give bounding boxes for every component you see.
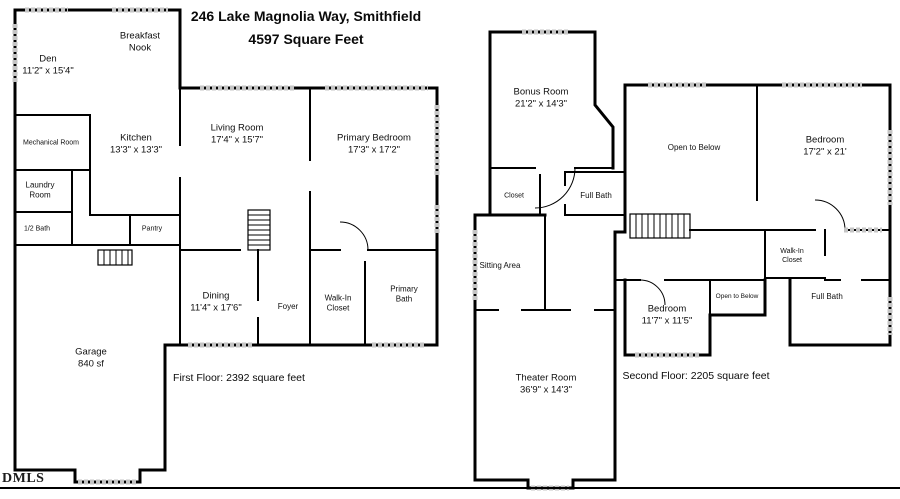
room-label-sitting-area: Sitting Area — [479, 260, 521, 270]
plan-address: 246 Lake Magnolia Way, Smithfield — [190, 8, 422, 24]
room-label-bonus-room: Bonus Room 21'2" x 14'3" — [513, 86, 569, 110]
room-label-theater-room: Theater Room 36'9" x 14'3" — [515, 372, 577, 396]
room-label-bedroom-mid: Bedroom 11'7" x 11'5" — [641, 303, 693, 327]
room-label-kitchen: Kitchen 13'3" x 13'3" — [109, 132, 163, 156]
room-label-pantry: Pantry — [141, 225, 163, 233]
bottom-border-line — [0, 487, 900, 489]
room-label-mechanical-room: Mechanical Room — [22, 139, 80, 147]
room-label-open-to-below-main: Open to Below — [667, 142, 721, 152]
room-label-bedroom-right: Bedroom 17'2" x 21' — [803, 134, 847, 158]
room-label-open-to-below-small: Open to Below — [715, 292, 759, 300]
room-label-half-bath: 1/2 Bath — [23, 225, 51, 233]
window-markers — [12, 7, 893, 491]
door-arcs — [339, 167, 846, 306]
room-label-walk-in-closet-second: Walk-In Closet — [780, 247, 804, 264]
plan-total-sqft: 4597 Square Feet — [248, 31, 364, 47]
room-label-foyer: Foyer — [277, 301, 299, 311]
room-label-dining: Dining 11'4" x 17'6" — [190, 290, 242, 314]
stairs — [97, 209, 691, 266]
room-label-breakfast-nook: Breakfast Nook — [119, 30, 161, 54]
room-label-closet: Closet — [504, 192, 524, 200]
first-floor-walls — [13, 8, 439, 484]
second-floor-footer: Second Floor: 2205 square feet — [622, 370, 770, 382]
room-label-laundry-room: Laundry Room — [25, 180, 55, 200]
room-label-primary-bath: Primary Bath — [390, 284, 418, 304]
room-label-full-bath-lower: Full Bath — [811, 291, 843, 301]
room-label-full-bath-upper: Full Bath — [580, 190, 612, 200]
room-label-garage: Garage 840 sf — [75, 346, 107, 370]
room-label-living-room: Living Room 17'4" x 15'7" — [210, 122, 264, 146]
first-floor-footer: First Floor: 2392 square feet — [173, 372, 305, 384]
room-label-primary-bedroom: Primary Bedroom 17'3" x 17'2" — [337, 132, 411, 156]
plan-title: 246 Lake Magnolia Way, Smithfield 4597 S… — [191, 8, 421, 47]
second-floor-walls — [473, 30, 892, 490]
dmls-watermark: DMLS — [2, 471, 45, 486]
room-label-den: Den 11'2" x 15'4" — [22, 53, 74, 77]
room-label-walk-in-closet-first: Walk-In Closet — [324, 293, 352, 313]
